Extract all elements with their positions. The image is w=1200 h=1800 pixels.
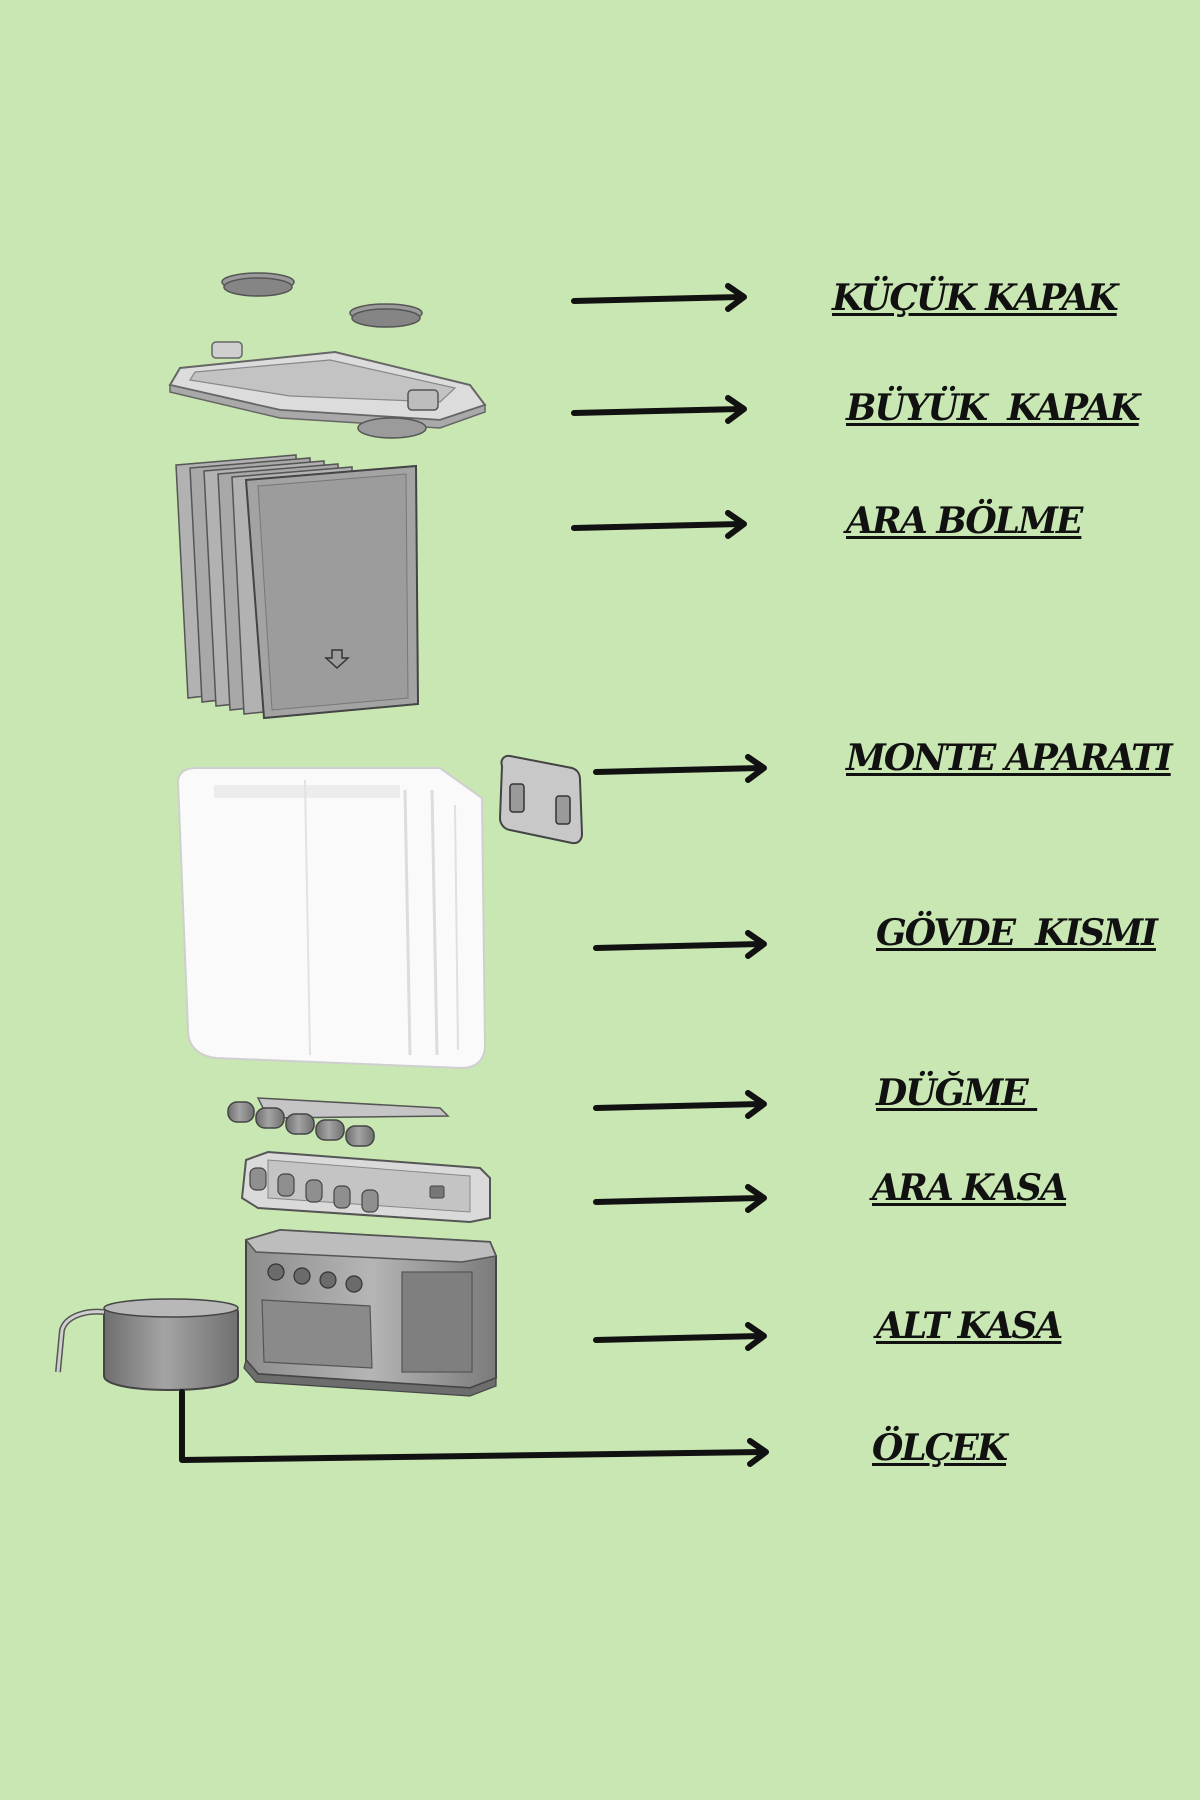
label-kucuk-kapak: KÜÇÜK KAPAK — [832, 277, 1119, 319]
mount-bracket-illustration — [498, 754, 584, 845]
big-lid-illustration — [168, 341, 487, 439]
dividers-illustration — [175, 454, 420, 720]
arrow-monte-aparati — [593, 754, 767, 783]
middle-case-illustration — [240, 1150, 491, 1224]
arrow-olcek — [179, 1389, 769, 1467]
label-ara-kasa: ARA KASA — [872, 1167, 1068, 1209]
label-dugme: DÜĞME — [876, 1072, 1038, 1114]
bottom-case-illustration — [243, 1228, 498, 1397]
arrow-alt-kasa — [593, 1322, 767, 1351]
label-olcek: ÖLÇEK — [872, 1427, 1008, 1469]
leader-arrows — [179, 283, 769, 1467]
arrow-ara-bolme — [571, 510, 747, 539]
measuring-cup-illustration — [55, 1298, 239, 1392]
buttons-illustration — [227, 1097, 450, 1147]
label-alt-kasa: ALT KASA — [876, 1305, 1063, 1347]
arrow-govde-kismi — [593, 930, 767, 959]
body-illustration — [176, 767, 487, 1070]
label-ara-bolme: ARA BÖLME — [846, 500, 1083, 542]
small-lids-illustration — [221, 272, 423, 328]
label-monte-aparati: MONTE APARATI — [846, 737, 1173, 779]
label-buyuk-kapak: BÜYÜK KAPAK — [846, 387, 1141, 429]
arrow-buyuk-kapak — [571, 395, 747, 424]
arrow-kucuk-kapak — [571, 283, 747, 312]
arrow-dugme — [593, 1090, 767, 1119]
arrow-ara-kasa — [593, 1184, 767, 1213]
label-govde-kismi: GÖVDE KISMI — [876, 912, 1158, 954]
